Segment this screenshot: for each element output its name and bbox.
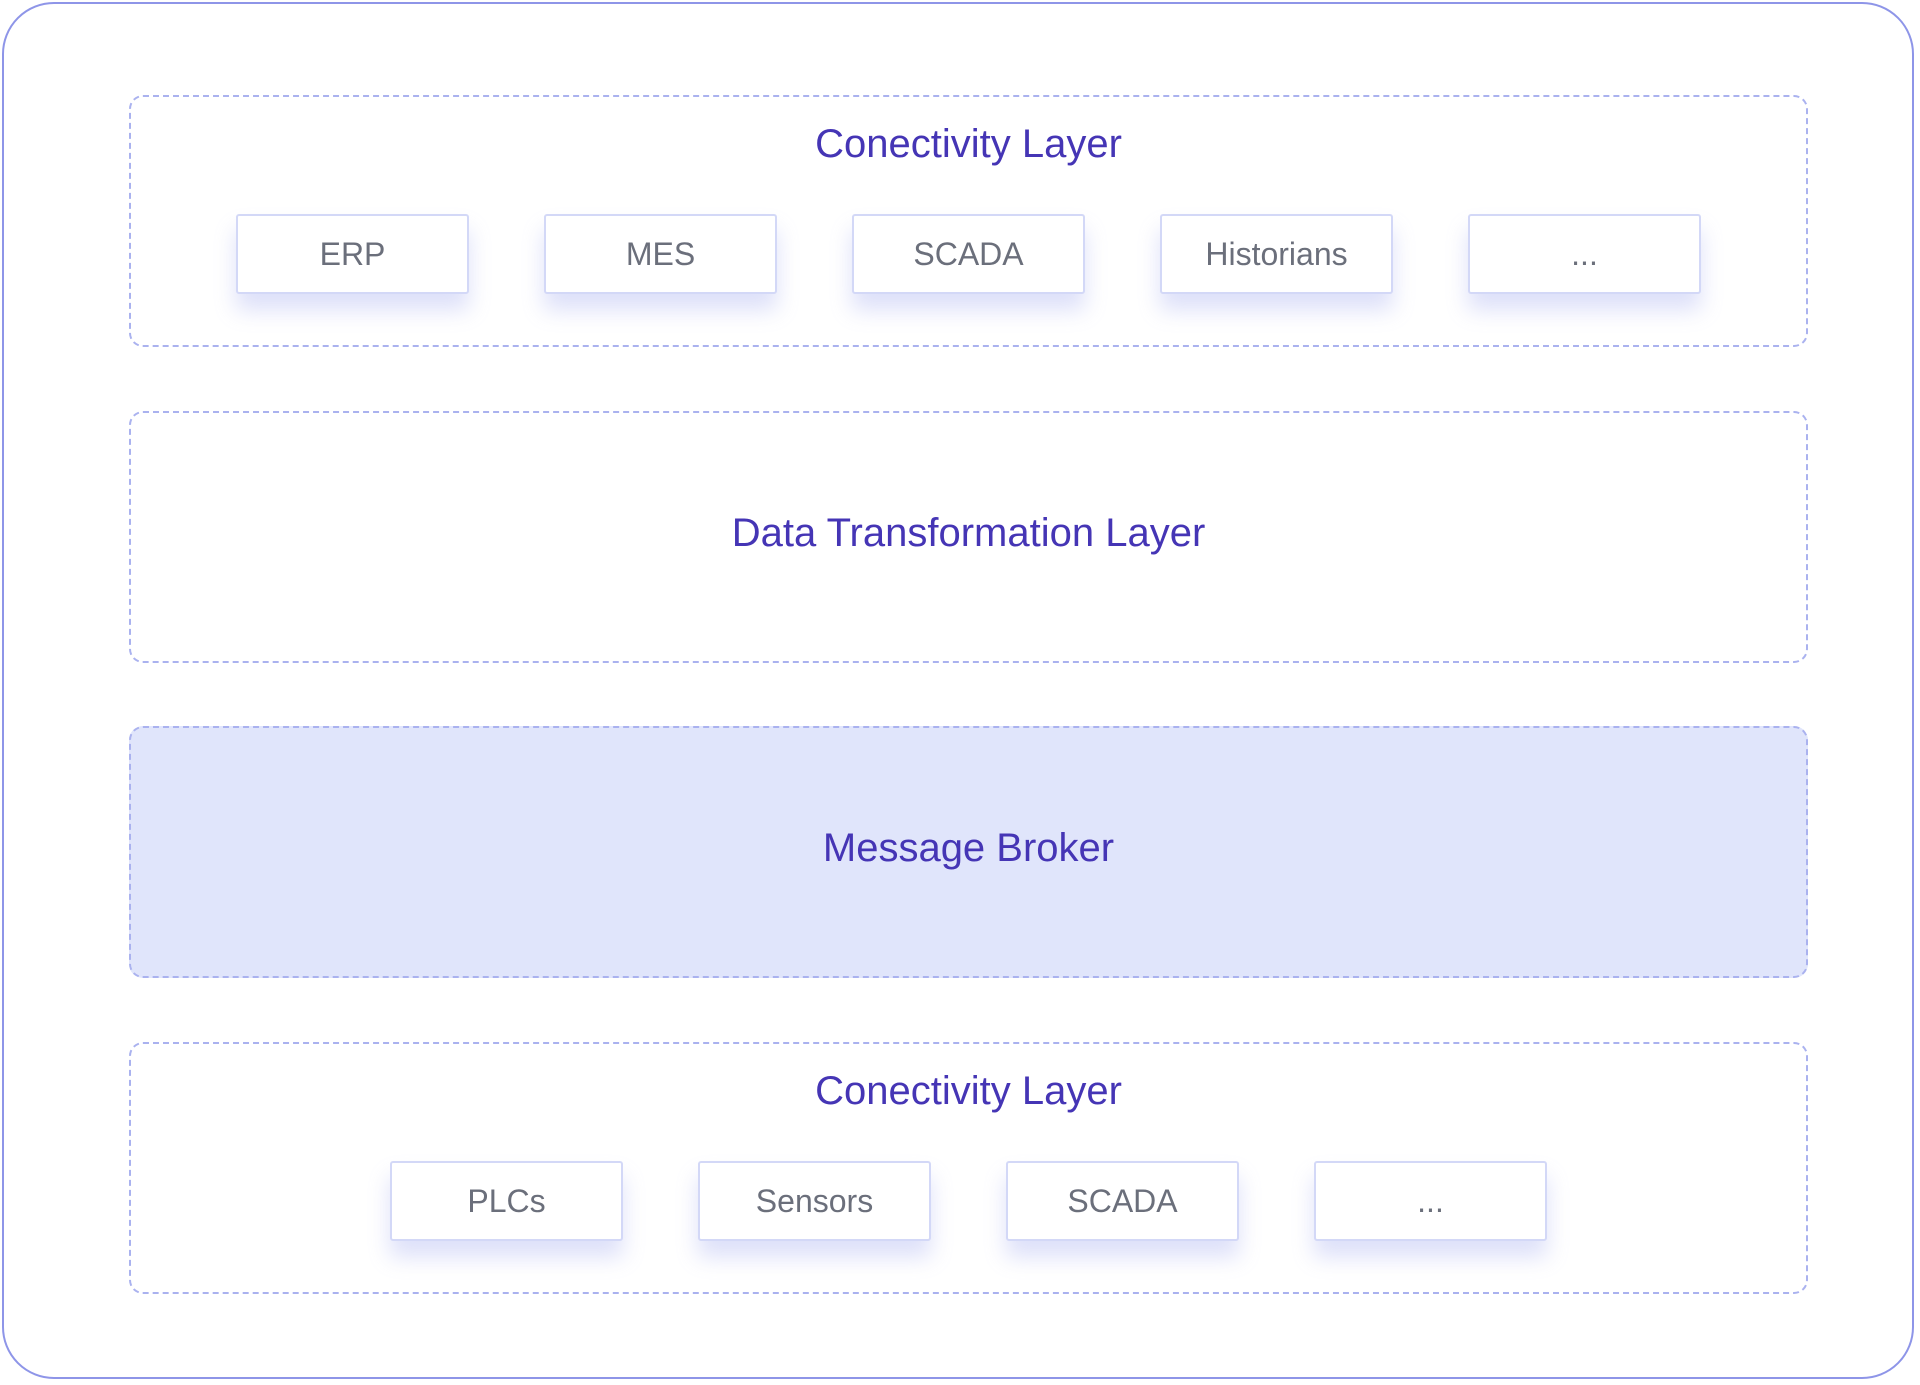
- system-chip-row: ERP MES SCADA Historians ...: [131, 214, 1806, 294]
- sensors-chip: Sensors: [698, 1161, 931, 1241]
- lower-connectivity-layer: Conectivity Layer PLCs Sensors SCADA ...: [129, 1042, 1808, 1294]
- layer-title: Data Transformation Layer: [731, 511, 1206, 555]
- upper-connectivity-layer: Conectivity Layer ERP MES SCADA Historia…: [129, 95, 1808, 347]
- more-chip: ...: [1468, 214, 1701, 294]
- mes-chip: MES: [544, 214, 777, 294]
- plcs-chip: PLCs: [390, 1161, 623, 1241]
- scada-chip: SCADA: [1006, 1161, 1239, 1241]
- message-broker-layer: Message Broker: [129, 726, 1808, 978]
- more-chip: ...: [1314, 1161, 1547, 1241]
- layer-title: Message Broker: [822, 826, 1115, 870]
- layer-title: Conectivity Layer: [815, 1069, 1122, 1113]
- historians-chip: Historians: [1160, 214, 1393, 294]
- scada-chip: SCADA: [852, 214, 1085, 294]
- layer-title: Conectivity Layer: [815, 122, 1122, 166]
- device-chip-row: PLCs Sensors SCADA ...: [131, 1161, 1806, 1241]
- data-transformation-layer: Data Transformation Layer: [129, 411, 1808, 663]
- erp-chip: ERP: [236, 214, 469, 294]
